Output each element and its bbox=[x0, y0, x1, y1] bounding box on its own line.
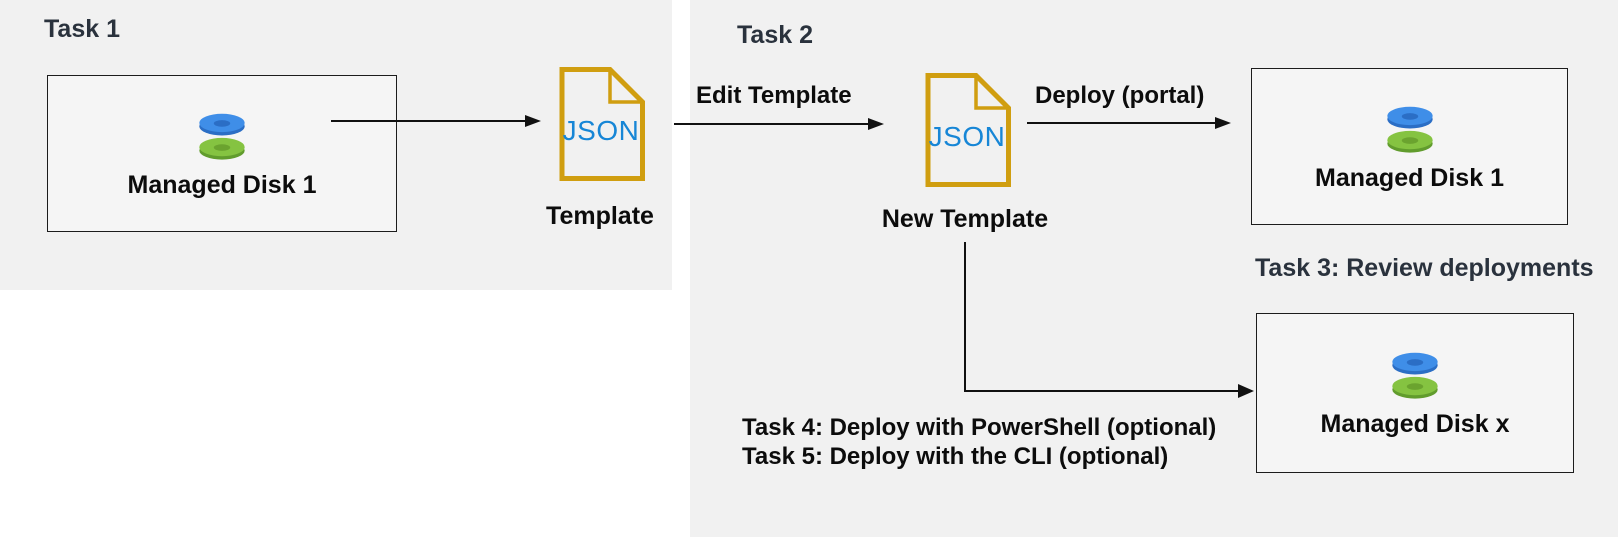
arrow-head bbox=[1215, 117, 1231, 129]
arrow-disk-to-template bbox=[331, 115, 541, 127]
arrow-head bbox=[1238, 384, 1254, 398]
json-icon-text: JSON bbox=[563, 115, 640, 146]
managed-disk-x-box: Managed Disk x bbox=[1256, 313, 1574, 473]
json-template-file-icon: JSON bbox=[554, 65, 647, 188]
document-fold-corner bbox=[974, 75, 1009, 110]
json-icon-text: JSON bbox=[929, 121, 1006, 152]
task2-heading: Task 2 bbox=[737, 21, 813, 49]
disk-green-hole bbox=[213, 143, 231, 151]
edit-template-label: Edit Template bbox=[696, 82, 852, 109]
template-label: Template bbox=[546, 202, 654, 230]
managed-disk-1-source-box: Managed Disk 1 bbox=[47, 75, 397, 232]
disk-box-label: Managed Disk x bbox=[1320, 410, 1510, 438]
task3-review-deployments-label: Task 3: Review deployments bbox=[1255, 254, 1594, 282]
disk-green-hole bbox=[1406, 383, 1424, 390]
arrow-edit-template bbox=[674, 118, 884, 130]
disk-blue-hole bbox=[1406, 359, 1424, 366]
arrow-head bbox=[868, 118, 884, 130]
task1-heading: Task 1 bbox=[44, 15, 120, 43]
disk-blue-hole bbox=[1401, 112, 1418, 120]
deploy-portal-label: Deploy (portal) bbox=[1035, 82, 1205, 109]
document-fold-corner bbox=[608, 69, 643, 104]
managed-disk-icon bbox=[199, 113, 245, 160]
managed-disk-icon bbox=[1392, 352, 1438, 399]
disk-box-label: Managed Disk 1 bbox=[1315, 163, 1504, 192]
new-template-label: New Template bbox=[881, 205, 1049, 233]
arrow-head bbox=[525, 115, 541, 127]
managed-disk-icon bbox=[1386, 106, 1433, 153]
task5-label: Task 5: Deploy with the CLI (optional) bbox=[742, 443, 1169, 470]
disk-green-hole bbox=[1401, 136, 1418, 144]
document-outline bbox=[925, 73, 1011, 187]
arrow-deploy-portal bbox=[1027, 117, 1231, 129]
task45-labels: Task 4: Deploy with PowerShell (optional… bbox=[742, 413, 1216, 471]
disk-blue-hole bbox=[213, 119, 231, 127]
task4-label: Task 4: Deploy with PowerShell (optional… bbox=[742, 414, 1217, 441]
managed-disk-1-portal-box: Managed Disk 1 bbox=[1251, 68, 1568, 225]
document-outline bbox=[559, 67, 645, 181]
arrow-new-template-to-disk-x bbox=[964, 242, 1254, 398]
json-new-template-file-icon: JSON bbox=[920, 71, 1013, 194]
disk-box-label: Managed Disk 1 bbox=[127, 170, 317, 199]
